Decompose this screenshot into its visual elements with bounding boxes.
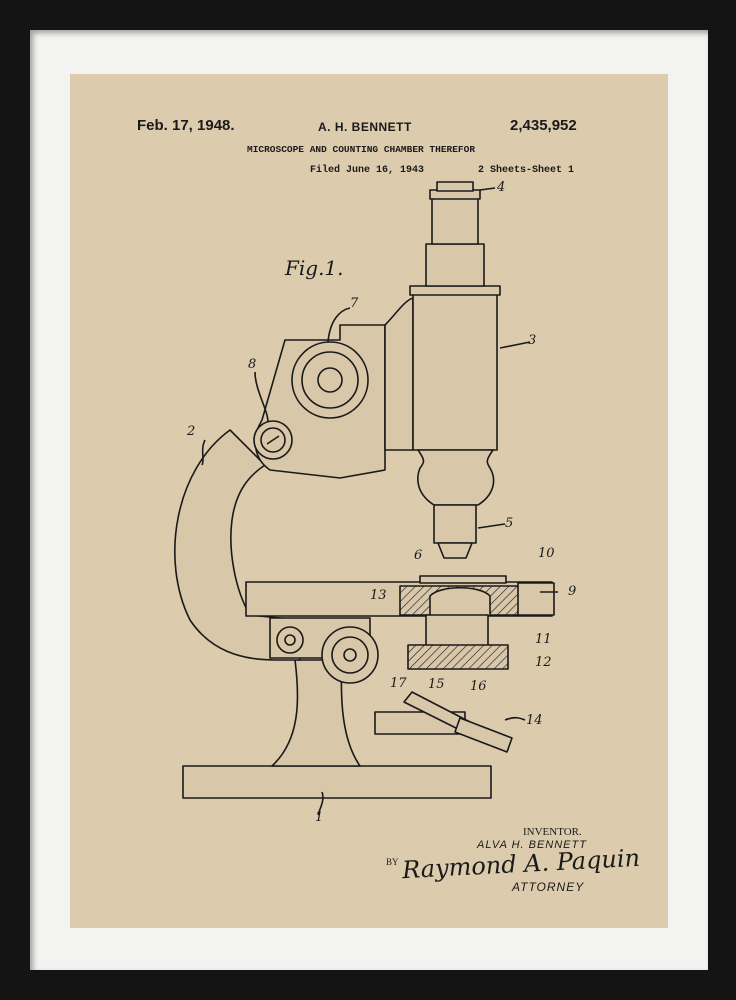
patent-number: 2,435,952 <box>510 117 577 134</box>
filed-date: Filed June 16, 1943 <box>310 165 425 176</box>
sheet-count: 2 Sheets-Sheet 1 <box>478 165 575 176</box>
ref-number-9: 9 <box>568 584 577 599</box>
patent-date: Feb. 17, 1948. <box>137 117 235 134</box>
ref-number-10: 10 <box>538 546 555 561</box>
ref-number-13: 13 <box>370 588 387 603</box>
ref-number-15: 15 <box>428 677 445 692</box>
ref-number-16: 16 <box>470 679 487 694</box>
ref-number-4: 4 <box>497 180 506 195</box>
inventor-label: INVENTOR. <box>523 826 582 838</box>
attorney-label: ATTORNEY <box>512 880 585 894</box>
ref-number-8: 8 <box>248 357 257 372</box>
ref-number-17: 17 <box>390 676 407 691</box>
ref-number-2: 2 <box>187 424 196 439</box>
ref-number-7: 7 <box>350 296 359 311</box>
inventor-short: A. H. BENNETT <box>318 120 412 134</box>
figure-label: Fig.1. <box>285 256 344 280</box>
ref-number-6: 6 <box>414 548 423 563</box>
ref-number-11: 11 <box>535 632 552 647</box>
ref-number-12: 12 <box>535 655 552 670</box>
inventor-name: ALVA H. BENNETT <box>477 839 587 851</box>
patent-title: MICROSCOPE AND COUNTING CHAMBER THEREFOR <box>247 144 476 155</box>
ref-number-14: 14 <box>526 713 543 728</box>
ref-number-5: 5 <box>505 516 514 531</box>
ref-number-3: 3 <box>528 333 537 348</box>
ref-number-1: 1 <box>315 810 324 825</box>
by-label: BY <box>386 857 399 867</box>
